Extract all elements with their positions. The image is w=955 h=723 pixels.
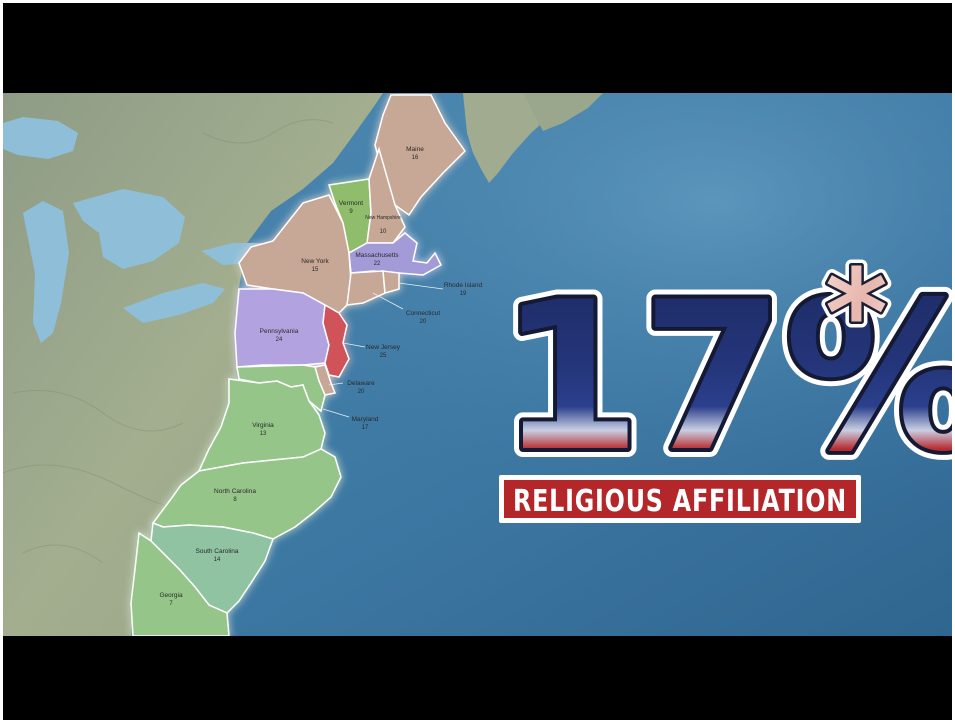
asterisk-shadow: *	[825, 245, 888, 384]
label-va-value: 13	[260, 431, 267, 437]
statistic-value: 17%	[499, 259, 952, 497]
label-ga-value: 7	[169, 601, 173, 607]
label-maine-name: Maine	[406, 146, 424, 153]
label-pa-name: Pennsylvania	[260, 328, 299, 335]
label-ny-name: New York	[301, 258, 329, 265]
label-vermont-name: Vermont	[339, 200, 363, 207]
statistic-outline: 17%	[499, 259, 952, 497]
state-georgia	[130, 531, 230, 636]
label-va-name: Virginia	[252, 422, 274, 429]
lake-huron	[73, 189, 185, 269]
label-nh-name: New Hampshire	[365, 215, 401, 221]
video-frame: Maine 16 Vermont 9 New Hampshire 10 New …	[3, 3, 952, 720]
label-ma-name: Massachusetts	[355, 252, 399, 259]
label-ma-value: 22	[374, 261, 381, 267]
label-nj-value: 25	[380, 353, 387, 359]
state-maine	[374, 94, 466, 217]
colonies-group	[130, 94, 466, 636]
land-canada-east	[523, 93, 603, 131]
label-sc-name: South Carolina	[196, 548, 239, 555]
label-md-name: Maryland	[352, 416, 379, 423]
colonial-map: Maine 16 Vermont 9 New Hampshire 10 New …	[3, 93, 952, 636]
label-de-name: Delaware	[347, 380, 375, 387]
label-maine-value: 16	[412, 155, 419, 161]
label-ct-value: 20	[420, 319, 427, 325]
label-ny-value: 15	[312, 267, 319, 273]
lake-superior	[3, 117, 78, 159]
state-rhode-island	[382, 270, 400, 294]
label-nh-value: 10	[380, 229, 387, 235]
asterisk-icon: *	[825, 245, 888, 384]
label-nc-value: 8	[233, 497, 237, 503]
label-ri-value: 19	[460, 291, 467, 297]
state-virginia	[197, 378, 326, 472]
label-sc-value: 14	[214, 557, 221, 563]
label-nj-name: New Jersey	[366, 344, 401, 351]
label-ga-name: Georgia	[159, 592, 183, 599]
banner-label: RELIGIOUS AFFILIATION	[513, 484, 847, 519]
state-new-hampshire	[366, 146, 406, 244]
label-pa-value: 24	[276, 337, 283, 343]
asterisk-outline: *	[825, 245, 888, 384]
map-svg: Maine 16 Vermont 9 New Hampshire 10 New …	[3, 93, 952, 636]
statistic-shadow: 17%	[499, 259, 952, 497]
state-north-carolina	[151, 448, 342, 540]
label-md-value: 17	[362, 425, 369, 431]
lake-erie	[123, 283, 225, 323]
label-ri-name: Rhode Island	[444, 282, 483, 289]
state-new-jersey	[322, 303, 350, 378]
state-labels: Maine 16 Vermont 9 New Hampshire 10 New …	[159, 146, 482, 607]
affiliation-banner: RELIGIOUS AFFILIATION	[499, 475, 861, 523]
state-connecticut	[346, 270, 386, 306]
label-ct-name: Connecticut	[406, 310, 441, 317]
statistic-group: 17% 17% 17% * * *	[490, 239, 952, 506]
label-de-value: 20	[358, 389, 365, 395]
label-nc-name: North Carolina	[214, 488, 256, 495]
label-vermont-value: 9	[349, 209, 353, 215]
lake-michigan	[23, 201, 69, 343]
